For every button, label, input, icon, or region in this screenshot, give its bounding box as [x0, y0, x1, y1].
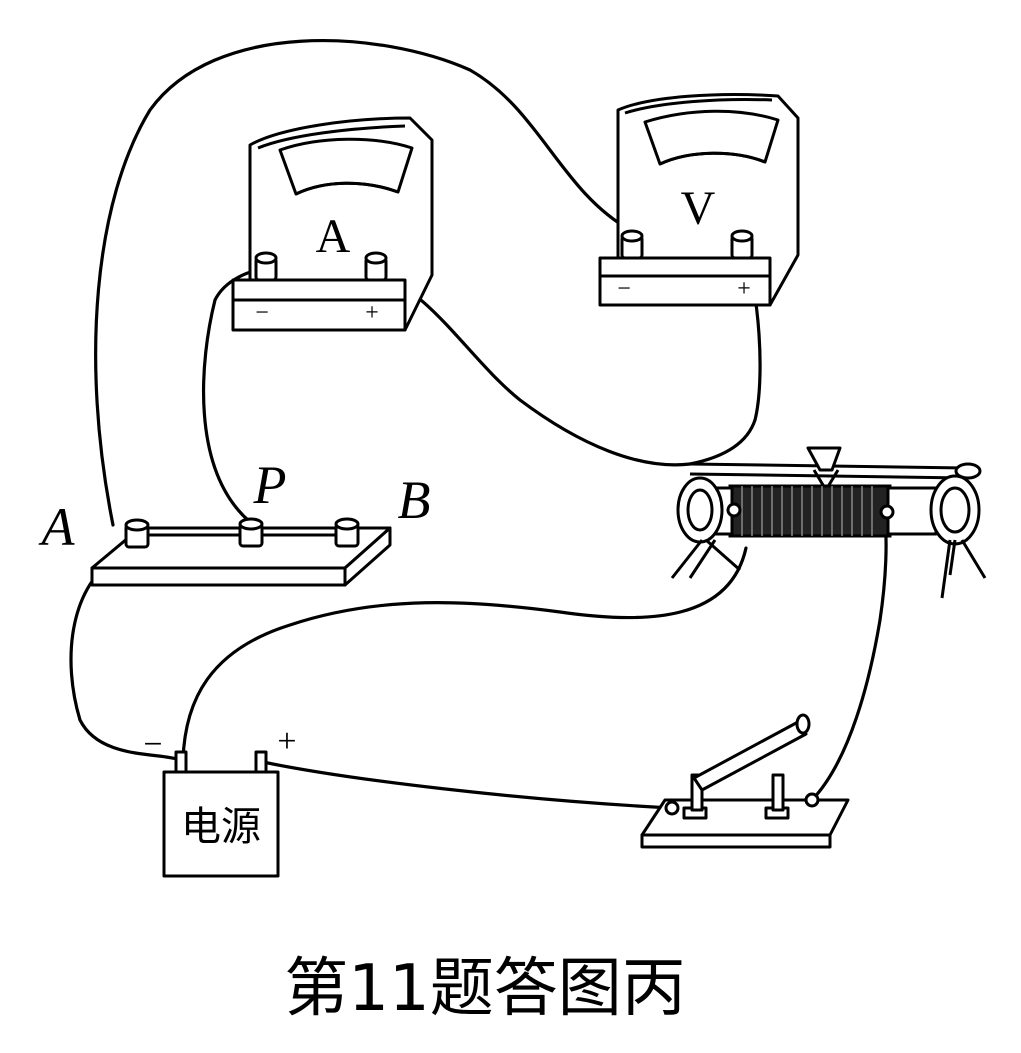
terminal-b [334, 517, 360, 548]
ammeter-label: A [316, 210, 351, 263]
voltmeter-plus-label: + [737, 276, 751, 302]
point-b-label: B [398, 470, 431, 530]
wires [69, 39, 888, 810]
figure-caption: 第11题答图丙 [284, 952, 685, 1026]
point-p-label: P [253, 455, 287, 515]
resistance-wire-board: A P B [39, 455, 431, 587]
wire-battery-plus-to-switch [261, 760, 674, 810]
terminal-a [124, 518, 150, 549]
knife-switch [640, 713, 850, 849]
voltmeter-minus-label: − [617, 276, 631, 302]
voltmeter-label: V [681, 182, 716, 235]
wire-p-to-ammeter-minus [202, 268, 265, 524]
point-a-label: A [39, 497, 76, 557]
wire-switch-to-rheostat-right [810, 508, 888, 802]
battery-minus-label: − [143, 726, 162, 763]
rheostat [670, 446, 987, 599]
terminal-p [238, 517, 264, 548]
ammeter-minus-label: − [255, 300, 269, 326]
ammeter-plus-label: + [365, 300, 379, 326]
power-supply-label: 电源 [181, 804, 261, 850]
wire-ammeter-plus-to-rheostat [376, 273, 692, 467]
battery-plus-label: + [277, 723, 296, 760]
power-supply: 电源 − + [143, 723, 297, 878]
voltmeter: V − + [598, 93, 800, 307]
wire-board-to-battery-minus [69, 558, 182, 762]
ammeter: A − + [231, 116, 434, 332]
wire-battery-to-rheostat-left [181, 546, 748, 762]
wire-a-to-voltmeter-minus [94, 39, 632, 527]
